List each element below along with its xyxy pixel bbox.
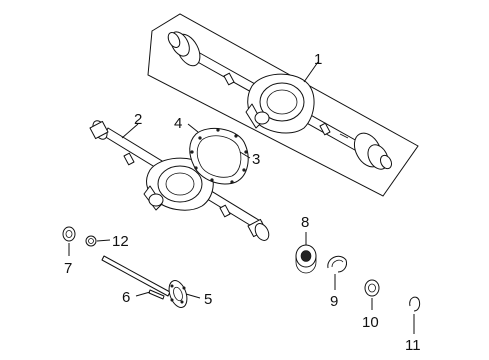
- callout-labels: 1 2 3 4 5 6 7 8 9 10 11 12: [64, 51, 421, 354]
- callout-2: 2: [134, 111, 142, 128]
- callout-1: 1: [314, 51, 322, 68]
- snap-ring: [409, 296, 421, 312]
- callout-4: 4: [174, 115, 182, 132]
- retaining-ring: [327, 255, 347, 273]
- axle-housing: [89, 120, 270, 241]
- leader-lines: [68, 61, 415, 334]
- callout-6: 6: [122, 289, 130, 306]
- axle-shaft: [101, 255, 188, 308]
- callout-5: 5: [204, 291, 212, 308]
- callout-9: 9: [330, 293, 338, 310]
- callout-12: 12: [112, 233, 129, 250]
- callout-7: 7: [64, 260, 72, 277]
- axle-assembly-complete: [167, 31, 393, 170]
- outer-seal: [364, 279, 380, 297]
- callout-11: 11: [405, 337, 421, 354]
- bearing-cap: [62, 226, 76, 242]
- cover-gasket: [189, 127, 249, 185]
- callout-3: 3: [252, 151, 260, 168]
- axle-assembly-box: [147, 13, 419, 197]
- wheel-bearing: [295, 244, 317, 274]
- callout-8: 8: [301, 214, 309, 231]
- shaft-seal: [85, 235, 97, 247]
- callout-10: 10: [362, 314, 379, 331]
